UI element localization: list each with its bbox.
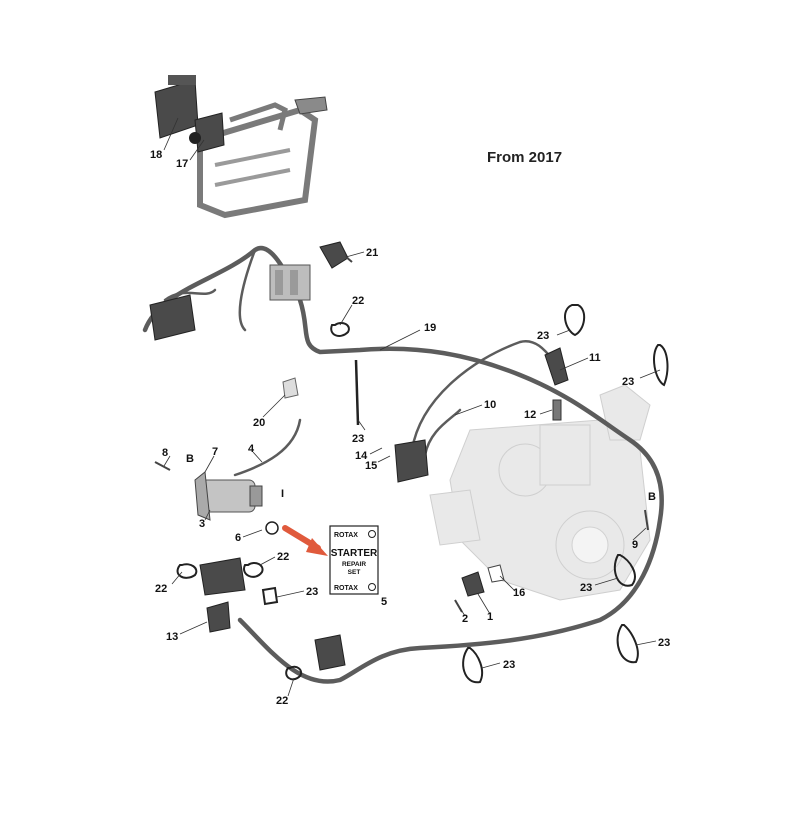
starter-motor-3	[194, 471, 263, 521]
fuse-holder-20	[282, 377, 299, 399]
callout-13: 13	[166, 631, 178, 643]
callout-21: 21	[366, 247, 378, 259]
callout-3: 3	[199, 518, 205, 530]
screw-9	[644, 509, 649, 531]
callout-23-d: 23	[580, 582, 592, 594]
engine-ghost	[429, 384, 651, 601]
callout-10: 10	[484, 399, 496, 411]
callout-22-bottom: 22	[276, 695, 288, 707]
symbol-b-left: B	[186, 453, 194, 465]
spark-plug-12	[552, 399, 562, 421]
callout-7: 7	[212, 446, 218, 458]
callout-23-c: 23	[352, 433, 364, 445]
kit-arrow	[282, 525, 328, 556]
starter-repair-set-sign: ROTAX STARTER REPAIR SET ROTAX	[329, 525, 379, 595]
callout-16: 16	[513, 587, 525, 599]
callout-22-top: 22	[352, 295, 364, 307]
harness-connector-block	[269, 264, 311, 301]
callout-23-b: 23	[622, 376, 634, 388]
callout-19: 19	[424, 322, 436, 334]
sign-line-2: REPAIR	[342, 561, 366, 568]
callout-9: 9	[632, 539, 638, 551]
ecu-bracket	[197, 96, 328, 219]
clamps	[176, 322, 350, 681]
callout-4: 4	[248, 443, 255, 455]
callout-23-f: 23	[503, 659, 515, 671]
callout-1: 1	[487, 611, 493, 623]
spark-plug-cap-11	[544, 347, 569, 386]
starter-cable-4	[233, 418, 302, 477]
sign-line-1: STARTER	[331, 548, 378, 559]
harness-end-box	[149, 294, 196, 341]
callout-labels: 18 17 21 22 19 23 23 11 10 12 23 14 15 2…	[150, 149, 670, 707]
callout-15: 15	[365, 460, 377, 472]
callout-23-e: 23	[658, 637, 670, 649]
callout-12: 12	[524, 409, 536, 421]
sensor-21	[319, 241, 353, 269]
connector-13	[206, 601, 231, 633]
callout-23-g: 23	[306, 586, 318, 598]
callout-11: 11	[589, 352, 601, 364]
symbol-i: I	[281, 488, 284, 500]
callout-5: 5	[381, 596, 387, 608]
leader-lines	[163, 117, 661, 697]
callout-22-left: 22	[155, 583, 167, 595]
bolt-8	[154, 461, 171, 471]
callout-6: 6	[235, 532, 241, 544]
ignition-coil	[394, 439, 429, 483]
o-ring-6	[265, 521, 279, 535]
symbol-b-right: B	[648, 491, 656, 503]
callout-23-a: 23	[537, 330, 549, 342]
callout-14: 14	[355, 450, 368, 462]
sign-brand-top: ROTAX	[334, 532, 358, 539]
date-note: From 2017	[487, 149, 562, 166]
callout-22-mid: 22	[277, 551, 289, 563]
lower-switch-assembly	[199, 557, 346, 671]
callout-18: 18	[150, 149, 162, 161]
callout-17: 17	[176, 158, 188, 170]
sign-brand-bottom: ROTAX	[334, 585, 358, 592]
callout-20: 20	[253, 417, 265, 429]
callout-8: 8	[162, 447, 168, 459]
sensor-1	[461, 571, 485, 597]
callout-2: 2	[462, 613, 468, 625]
sign-line-3: SET	[348, 569, 361, 576]
ignition-cable-10	[410, 339, 555, 457]
control-module-18	[154, 75, 199, 139]
cable-ties	[261, 304, 669, 684]
